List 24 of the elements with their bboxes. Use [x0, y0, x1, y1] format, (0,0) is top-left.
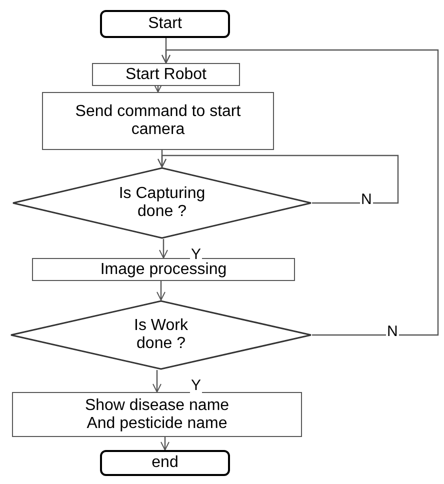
process-box: [42, 92, 274, 150]
decision-diamond: [10, 300, 312, 370]
arrow: [154, 84, 162, 92]
node-label: Start Robot: [126, 66, 206, 84]
arrow: [159, 239, 168, 258]
node-label: Show disease name And pesticide name: [84, 396, 230, 432]
process-box: [92, 63, 240, 86]
node-label: Start: [148, 15, 182, 33]
node-label: Is Capturing done ?: [118, 185, 206, 221]
process-box: [12, 392, 302, 437]
process-box: [32, 258, 295, 281]
node-label: Image processing: [100, 260, 227, 278]
decision-diamond: [12, 167, 312, 239]
node-label: Is Work done ?: [133, 317, 189, 353]
terminal-box: [100, 450, 230, 476]
arrow: [158, 154, 399, 204]
edge-label: Y: [190, 378, 202, 394]
node-label: Send command to start camera: [74, 103, 242, 139]
arrow: [160, 437, 170, 450]
terminal-box: [100, 10, 230, 38]
arrow: [152, 370, 162, 392]
arrow: [162, 49, 439, 336]
node-label: end: [152, 454, 178, 472]
arrow: [156, 281, 166, 300]
